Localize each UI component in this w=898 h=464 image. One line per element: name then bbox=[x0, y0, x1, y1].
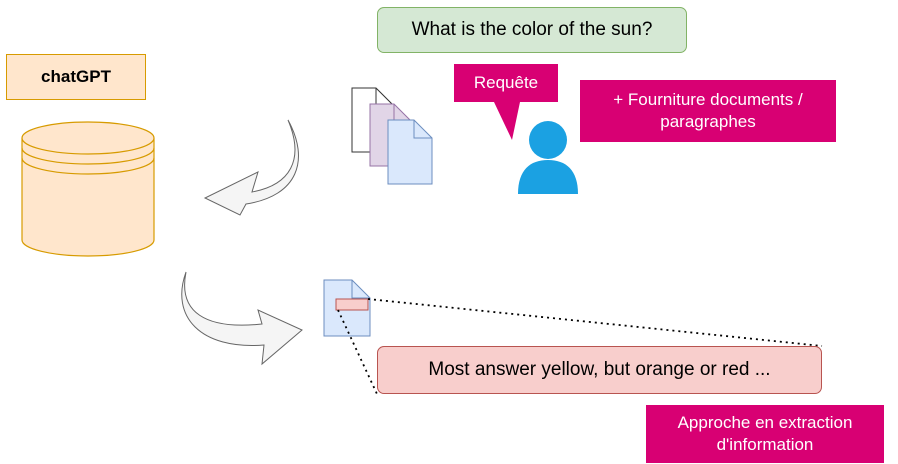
approach-text: Approche en extraction d'information bbox=[677, 412, 853, 454]
request-label: Requête bbox=[473, 73, 539, 92]
documents-icon bbox=[351, 87, 433, 185]
question-text: What is the color of the sun? bbox=[411, 19, 653, 40]
curved-arrow-to-database-icon bbox=[203, 119, 299, 216]
request-bubble-icon bbox=[454, 64, 558, 140]
question-box: What is the color of the sun? bbox=[377, 7, 687, 53]
database-icon bbox=[21, 121, 155, 257]
answer-text: Most answer yellow, but orange or red ..… bbox=[428, 359, 771, 380]
user-icon bbox=[518, 121, 578, 194]
supply-documents-text: + Fourniture documents / paragraphes bbox=[613, 89, 803, 131]
supply-documents-label: + Fourniture documents / paragraphes bbox=[580, 80, 836, 142]
curved-arrow-to-result-icon bbox=[181, 271, 303, 366]
approach-label: Approche en extraction d'information bbox=[646, 405, 884, 463]
answer-box: Most answer yellow, but orange or red ..… bbox=[377, 346, 822, 394]
zoom-lines bbox=[337, 298, 823, 395]
highlighted-passage-icon bbox=[335, 298, 369, 311]
result-document-icon bbox=[323, 279, 371, 337]
chatgpt-label: chatGPT bbox=[6, 54, 146, 100]
chatgpt-text: chatGPT bbox=[41, 67, 111, 86]
